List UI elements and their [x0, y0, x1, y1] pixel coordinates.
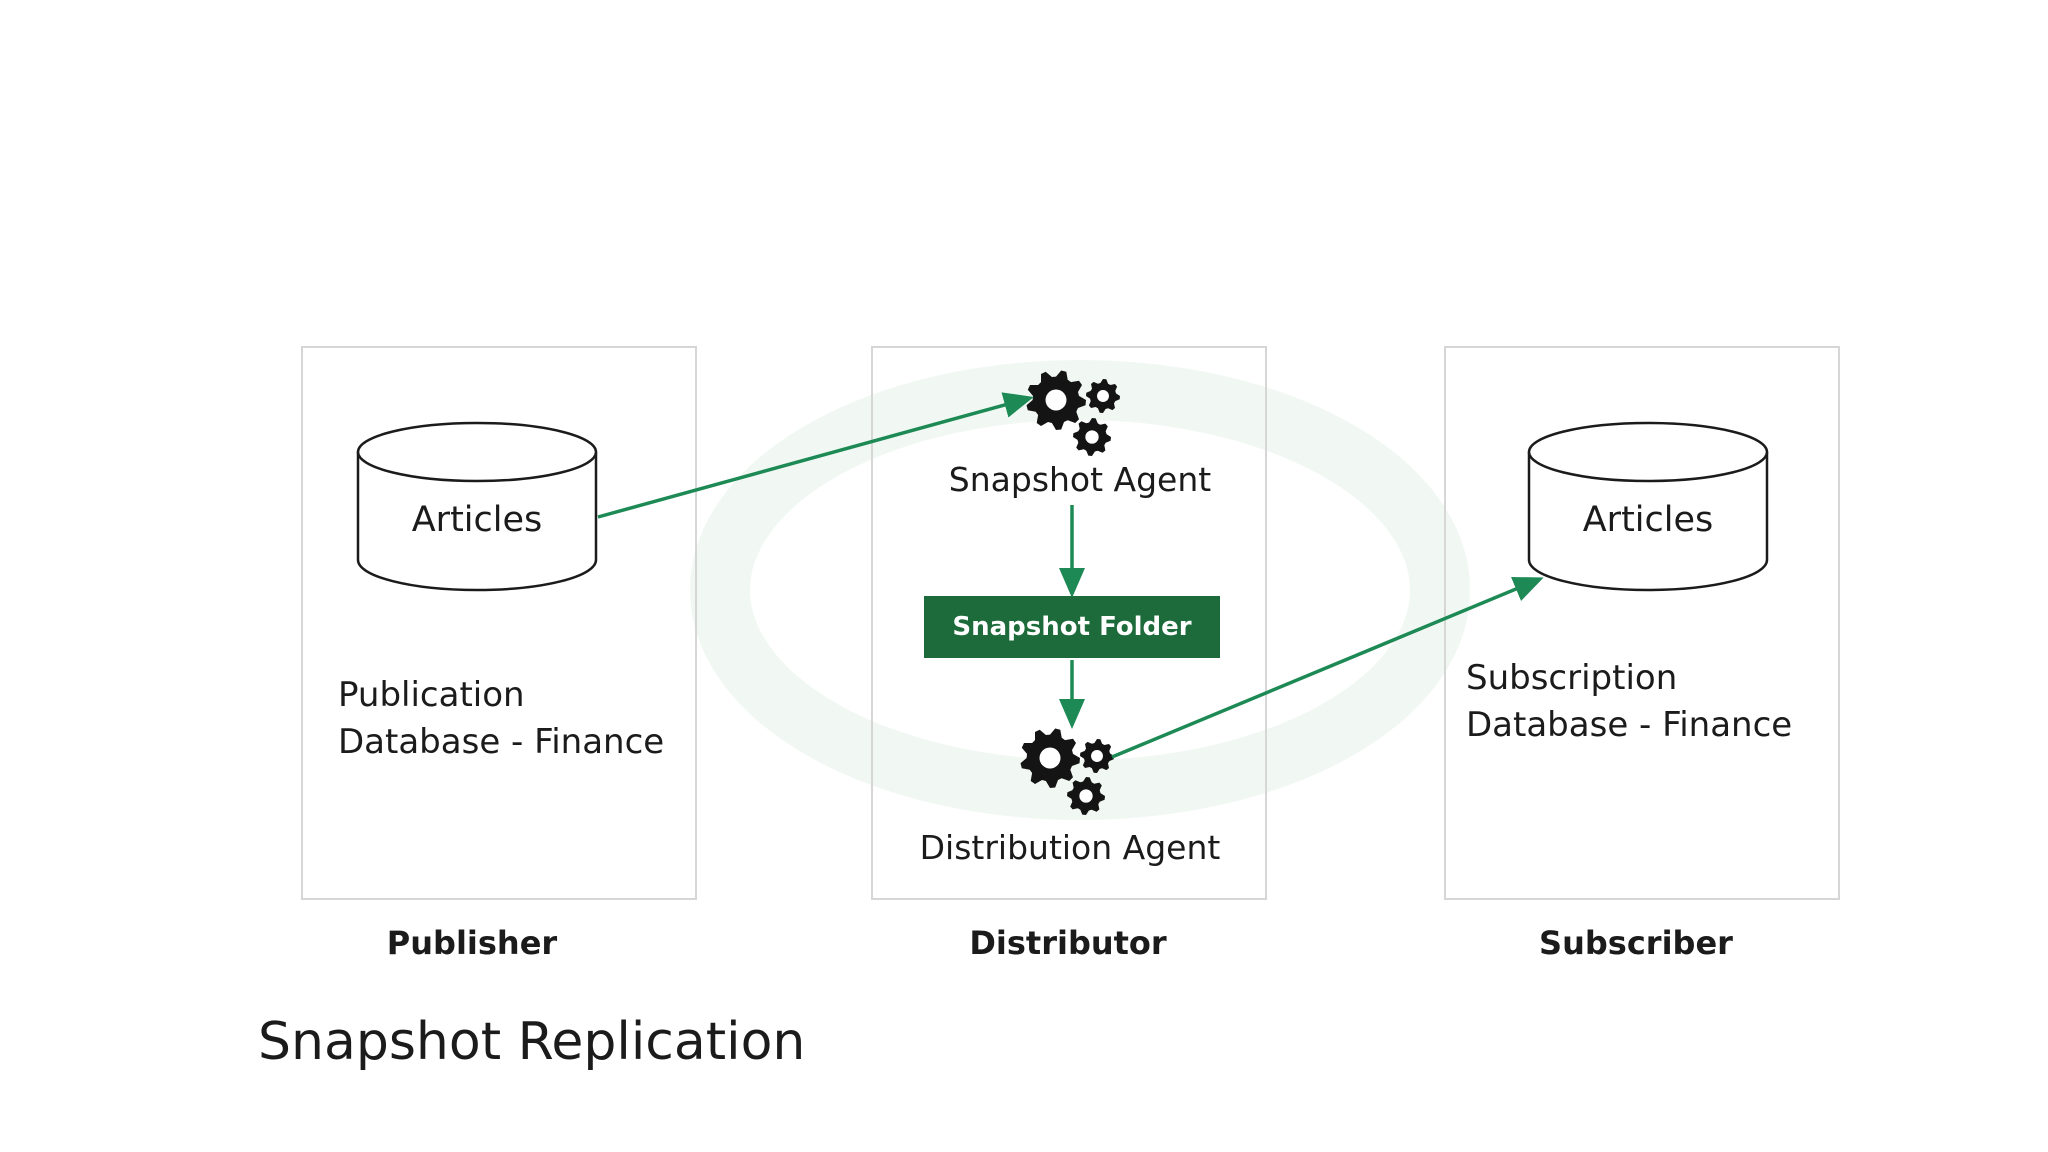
- distribution-agent-label: Distribution Agent: [919, 828, 1221, 867]
- publisher-panel: [301, 346, 697, 900]
- publisher-db-label: Articles: [411, 500, 543, 540]
- arrow-publisher-to-snapshot-agent: [597, 392, 1034, 519]
- gear-large-icon-hole: [1045, 389, 1067, 411]
- arrow-distribution-agent-to-subscriber: [1111, 576, 1544, 759]
- gear-small-icon-hole: [1097, 390, 1109, 402]
- diagram-title: Snapshot Replication: [258, 1012, 806, 1072]
- publisher-database-icon: [356, 421, 598, 592]
- publisher-db-caption: Publication Database - Finance: [338, 675, 665, 762]
- subscriber-db-caption: Subscription Database - Finance: [1466, 658, 1793, 745]
- gear-small-icon-hole: [1079, 789, 1093, 803]
- distributor-panel: [871, 346, 1267, 900]
- snapshot-agent-gears-icon: [1026, 370, 1120, 456]
- distributor-role-label: Distributor: [969, 924, 1167, 962]
- distribution-agent-gears-icon: [1020, 728, 1114, 815]
- subscriber-panel: [1444, 346, 1840, 900]
- subscriber-db-label: Articles: [1582, 500, 1714, 540]
- subscriber-database-icon: [1527, 421, 1769, 592]
- gear-large-icon-hole: [1039, 747, 1061, 769]
- publisher-role-label: Publisher: [386, 924, 558, 962]
- gear-small-icon-hole: [1091, 750, 1103, 762]
- gear-small-icon-hole: [1085, 430, 1099, 444]
- snapshot-folder-box: Snapshot Folder: [924, 596, 1220, 658]
- subscriber-role-label: Subscriber: [1539, 924, 1733, 962]
- snapshot-agent-label: Snapshot Agent: [948, 460, 1212, 499]
